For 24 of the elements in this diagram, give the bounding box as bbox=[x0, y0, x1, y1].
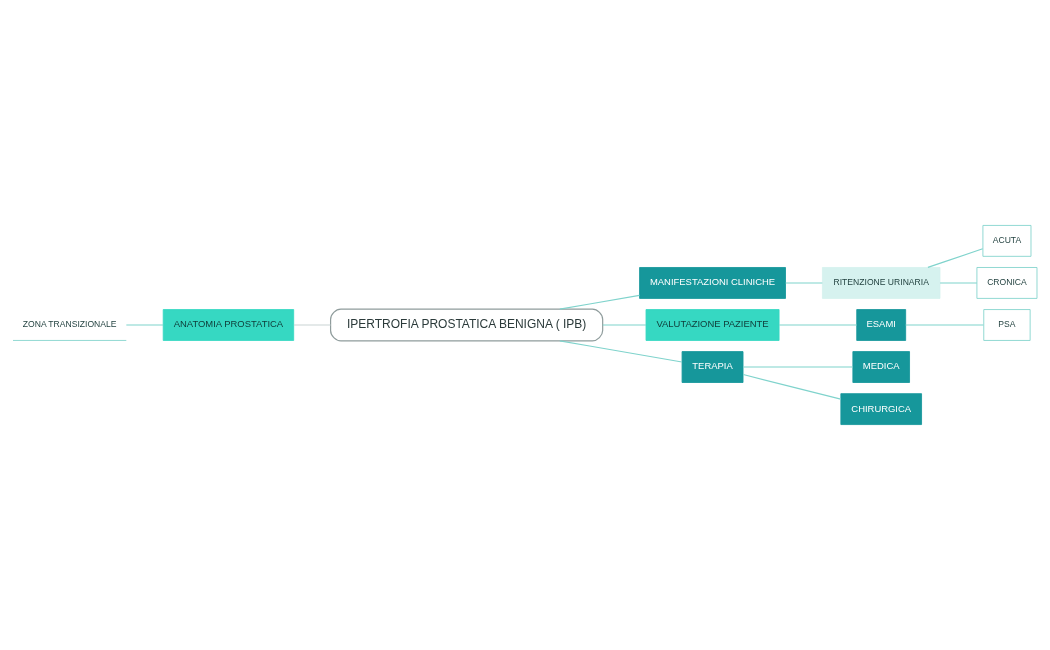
connector bbox=[939, 282, 978, 284]
node-box: PSA bbox=[983, 309, 1031, 341]
node-box: CRONICA bbox=[976, 267, 1038, 299]
node-box: MANIFESTAZIONI CLINICHE bbox=[639, 267, 786, 299]
node-text: ZONA TRANSIZIONALE bbox=[22, 319, 117, 330]
node-box: MEDICA bbox=[852, 351, 910, 383]
connector bbox=[742, 374, 842, 400]
connector bbox=[559, 294, 640, 310]
connector bbox=[905, 324, 984, 326]
node-box: CHIRURGICA bbox=[840, 393, 922, 425]
connector bbox=[125, 324, 164, 326]
node-box: RITENZIONE URINARIA bbox=[822, 267, 941, 299]
connector bbox=[742, 366, 854, 368]
node-box: ANATOMIA PROSTATICA bbox=[162, 309, 295, 341]
node-box: ACUTA bbox=[982, 225, 1032, 257]
node-box: IPERTROFIA PROSTATICA BENIGNA ( IPB) bbox=[330, 308, 604, 342]
node-box: VALUTAZIONE PAZIENTE bbox=[645, 309, 780, 341]
node-box: ESAMI bbox=[856, 309, 907, 341]
node-box: TERAPIA bbox=[681, 351, 744, 383]
connector bbox=[559, 340, 683, 363]
connector bbox=[778, 324, 858, 326]
connector bbox=[602, 324, 647, 326]
connector bbox=[785, 282, 823, 284]
connector bbox=[927, 248, 984, 268]
